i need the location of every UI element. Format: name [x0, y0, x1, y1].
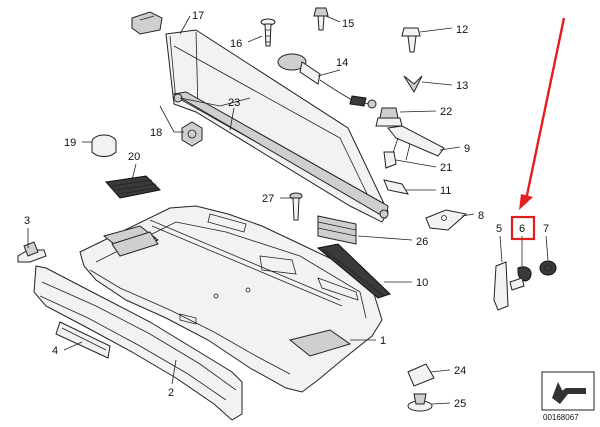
- diagram-number: 00168067: [543, 413, 579, 422]
- callout-22: 22: [440, 106, 452, 118]
- grille-part-20: [105, 175, 162, 199]
- cap-part-19: [91, 134, 117, 157]
- callout-19: 19: [64, 137, 76, 149]
- rear-shelf-part: [79, 205, 383, 393]
- callout-10: 10: [416, 277, 428, 289]
- connector-part-12: [401, 27, 421, 53]
- callout-9: 9: [464, 143, 470, 155]
- callout-2: 2: [168, 387, 174, 399]
- callout-8: 8: [478, 210, 484, 222]
- screw-part-27: [289, 192, 303, 221]
- callout-1: 1: [380, 335, 386, 347]
- cap-part-25: [407, 393, 433, 412]
- callout-24: 24: [454, 365, 466, 377]
- callout-3: 3: [24, 215, 30, 227]
- roller-blind-part: [165, 29, 389, 223]
- callout-5: 5: [496, 223, 502, 235]
- ring-part-6: [509, 266, 532, 291]
- bracket-part-9: [387, 125, 445, 161]
- callout-7: 7: [543, 223, 549, 235]
- side-trim-part: [33, 265, 243, 421]
- strip-part-26: [317, 215, 357, 245]
- callout-labels: 17 16 15 14 12 13 23 22 9 18 19 20 21 11…: [24, 10, 549, 410]
- red-arrow-icon: [519, 17, 566, 210]
- cap-part-24: [407, 363, 435, 387]
- nut-part-18: [181, 121, 203, 147]
- push-pin-part-3: [17, 241, 47, 263]
- callout-6: 6: [519, 223, 525, 235]
- clip-part-13: [403, 75, 423, 94]
- bracket-part-11: [383, 179, 410, 195]
- bracket-part-5: [493, 261, 509, 311]
- callout-12: 12: [456, 24, 468, 36]
- clip-part-21: [383, 151, 397, 169]
- nut-part-7: [539, 260, 557, 276]
- highlight-box: [510, 215, 536, 241]
- callout-26: 26: [416, 236, 428, 248]
- callout-17: 17: [192, 10, 204, 22]
- diagram-reference-box: 00168067: [541, 371, 595, 422]
- bracket-part-8: [425, 209, 468, 231]
- callout-14: 14: [336, 57, 348, 69]
- grille-strip-part-10: [316, 243, 391, 299]
- grommet-part-22: [375, 107, 403, 127]
- bolt-part-15: [313, 7, 329, 31]
- leader-lines: [27, 15, 549, 405]
- callout-13: 13: [456, 80, 468, 92]
- clip-part-4: [55, 321, 111, 359]
- callout-11: 11: [440, 185, 451, 197]
- callout-16: 16: [230, 38, 242, 50]
- callout-25: 25: [454, 398, 466, 410]
- callout-18: 18: [150, 127, 162, 139]
- cable-motor-part-14: [277, 53, 377, 109]
- hinge-bracket-top: [131, 11, 163, 35]
- callout-27: 27: [262, 193, 274, 205]
- callout-23: 23: [228, 97, 240, 109]
- callout-21: 21: [440, 162, 452, 174]
- callout-15: 15: [342, 18, 354, 30]
- callout-20: 20: [128, 151, 140, 163]
- callout-4: 4: [52, 345, 58, 357]
- screw-part-16: [260, 18, 276, 47]
